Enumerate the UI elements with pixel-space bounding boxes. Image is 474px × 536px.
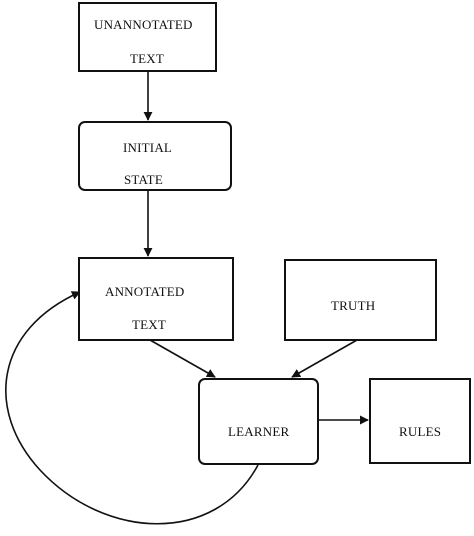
initial-state-box: INITIAL STATE xyxy=(78,121,232,191)
truth-label: TRUTH xyxy=(331,298,376,313)
annotated-text-box: ANNOTATED TEXT xyxy=(78,257,234,341)
initial-state-line1: INITIAL xyxy=(123,140,173,155)
unannotated-text-line2: TEXT xyxy=(130,51,165,66)
arrow-annotated-to-learner xyxy=(149,339,216,378)
learner-label: LEARNER xyxy=(228,424,290,439)
unannotated-text-line1: UNANNOTATED xyxy=(94,17,193,32)
annotated-text-line1: ANNOTATED xyxy=(105,284,185,299)
truth-box: TRUTH xyxy=(284,259,437,341)
annotated-text-line2: TEXT xyxy=(132,317,167,332)
arrow-truth-to-learner xyxy=(291,339,358,378)
unannotated-text-box: UNANNOTATED TEXT xyxy=(78,2,217,72)
rules-label: RULES xyxy=(399,424,442,439)
feedback-arrow-learner-to-annotated xyxy=(5,291,259,525)
initial-state-line2: STATE xyxy=(124,172,163,187)
rules-box: RULES xyxy=(369,378,471,464)
learner-box: LEARNER xyxy=(198,378,319,465)
